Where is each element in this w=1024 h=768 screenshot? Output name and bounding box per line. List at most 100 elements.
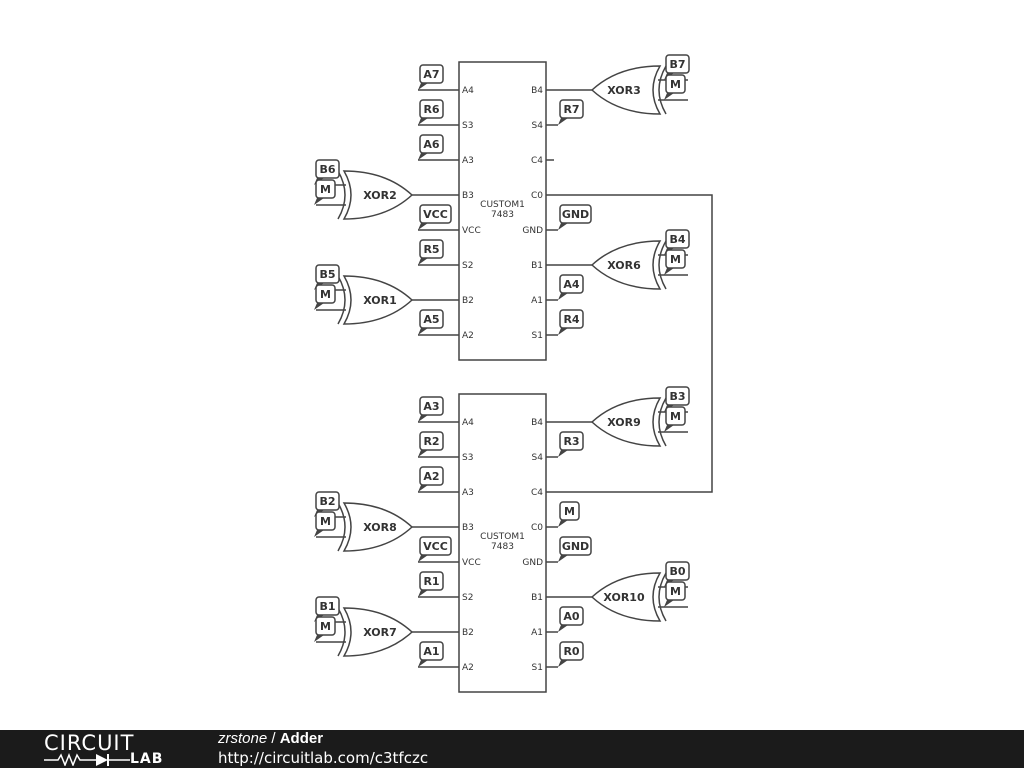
xor-gate-xor10 <box>590 572 688 622</box>
ic-part: 7483 <box>491 542 514 552</box>
label-box <box>419 204 452 224</box>
net-label-r6: R6 <box>418 99 444 125</box>
net-label-r2: R2 <box>418 431 444 457</box>
pin-label-right: C0 <box>531 191 543 201</box>
label-pointer <box>558 328 568 335</box>
label-text: A2 <box>423 470 439 483</box>
label-box <box>665 561 690 581</box>
net-label-b5: B5 <box>314 264 340 290</box>
net-label: R7 <box>558 99 584 125</box>
label-pointer <box>558 223 568 230</box>
label-text: GND <box>562 208 589 221</box>
label-text: B1 <box>319 600 335 613</box>
label-pointer <box>558 660 568 667</box>
label-box <box>665 229 690 249</box>
label-box <box>419 466 444 486</box>
pin-label-right: S1 <box>532 331 543 341</box>
label-box <box>419 239 444 259</box>
label-box <box>559 641 584 661</box>
credit-separator: / <box>267 730 280 747</box>
label-box <box>419 571 444 591</box>
label-text: R3 <box>563 435 579 448</box>
ic-name: CUSTOM1 <box>480 200 525 210</box>
label-pointer <box>558 293 568 300</box>
label-box <box>559 99 584 119</box>
label-box <box>665 74 686 94</box>
xor-gate-xor3 <box>590 65 688 115</box>
label-pointer <box>418 415 428 422</box>
net-label: M <box>558 501 580 527</box>
label-pointer <box>418 328 428 335</box>
label-box <box>315 284 336 304</box>
net-label-r5: R5 <box>418 239 444 265</box>
label-text: A3 <box>423 400 439 413</box>
author-link[interactable]: zrstone <box>218 730 268 747</box>
xor-back-curve <box>658 240 667 290</box>
ic-7483-2: CUSTOM17483A4S3A3B3VCCS2B2A2B4S4C4C0GNDB… <box>458 393 547 693</box>
label-box <box>419 536 452 556</box>
net-label-m: M <box>314 616 336 642</box>
label-text: R6 <box>423 103 439 116</box>
circuit-title[interactable]: Adder <box>279 730 324 747</box>
label-text: B0 <box>669 565 685 578</box>
ic-7483-1: CUSTOM17483A4S3A3B3VCCS2B2A2B4S4C4C0GNDB… <box>458 61 547 361</box>
label-pointer <box>558 625 568 632</box>
ic-body <box>458 61 547 361</box>
net-label-m: M <box>314 284 336 310</box>
xor-back-curve <box>337 275 346 325</box>
pin-label-left: B3 <box>462 191 474 201</box>
xor-back-curve <box>658 572 667 622</box>
net-label-m: M <box>664 74 686 100</box>
pin-label-right: B4 <box>531 418 543 428</box>
label-box <box>315 179 336 199</box>
net-label: R3 <box>558 431 584 457</box>
pin-label-right: C4 <box>531 488 543 498</box>
net-label-vcc: VCC <box>418 536 452 562</box>
net-label-a2: A2 <box>418 466 444 492</box>
label-box <box>419 99 444 119</box>
pin-label-left: B2 <box>462 296 474 306</box>
circuitlab-logo[interactable]: CIRCUIT LAB <box>44 732 174 766</box>
circuit-url[interactable]: http://circuitlab.com/c3tfczc <box>218 749 429 767</box>
label-text: B5 <box>319 268 335 281</box>
net-label: GND <box>558 536 592 562</box>
xor-gate-xor8: XOR8 <box>316 502 414 552</box>
pin-label-left: VCC <box>462 558 481 568</box>
label-box <box>315 511 336 531</box>
net-label-vcc: VCC <box>418 204 452 230</box>
pin-label-left: A4 <box>462 86 474 96</box>
label-text: A5 <box>423 313 439 326</box>
pin-label-right: B1 <box>531 593 543 603</box>
label-text: A0 <box>563 610 580 623</box>
label-box <box>315 264 340 284</box>
gate-label: XOR3 <box>607 84 641 97</box>
pin-label-left: S3 <box>462 121 473 131</box>
pin-label-left: VCC <box>462 226 481 236</box>
xor-back-curve <box>337 502 346 552</box>
xor-body <box>342 275 414 325</box>
resistor-diode-icon <box>44 752 130 766</box>
net-label: A4 <box>558 274 584 300</box>
pin-label-right: S4 <box>532 453 544 463</box>
label-pointer <box>418 660 428 667</box>
net-label-a3: A3 <box>418 396 444 422</box>
logo-text-circuit: CIRCUIT <box>44 731 135 755</box>
label-pointer <box>418 555 428 562</box>
schematic-canvas: CUSTOM17483A4S3A3B3VCCS2B2A2B4S4C4C0GNDB… <box>314 54 713 693</box>
label-box <box>315 596 340 616</box>
label-box <box>419 431 444 451</box>
label-text: M <box>670 253 681 266</box>
xor-body <box>342 607 414 657</box>
label-text: B6 <box>319 163 335 176</box>
pin-label-left: S2 <box>462 261 473 271</box>
label-pointer <box>314 198 324 205</box>
footer-bar: CIRCUIT LAB zrstone / Adder http://circu… <box>0 730 1024 768</box>
label-box <box>559 431 584 451</box>
net-label-a6: A6 <box>418 134 444 160</box>
pin-label-right: GND <box>522 558 543 568</box>
net-label-b7: B7 <box>664 54 690 80</box>
net-label-m: M <box>664 581 686 607</box>
gate-label: XOR9 <box>607 416 641 429</box>
label-text: R0 <box>563 645 579 658</box>
label-pointer <box>418 450 428 457</box>
